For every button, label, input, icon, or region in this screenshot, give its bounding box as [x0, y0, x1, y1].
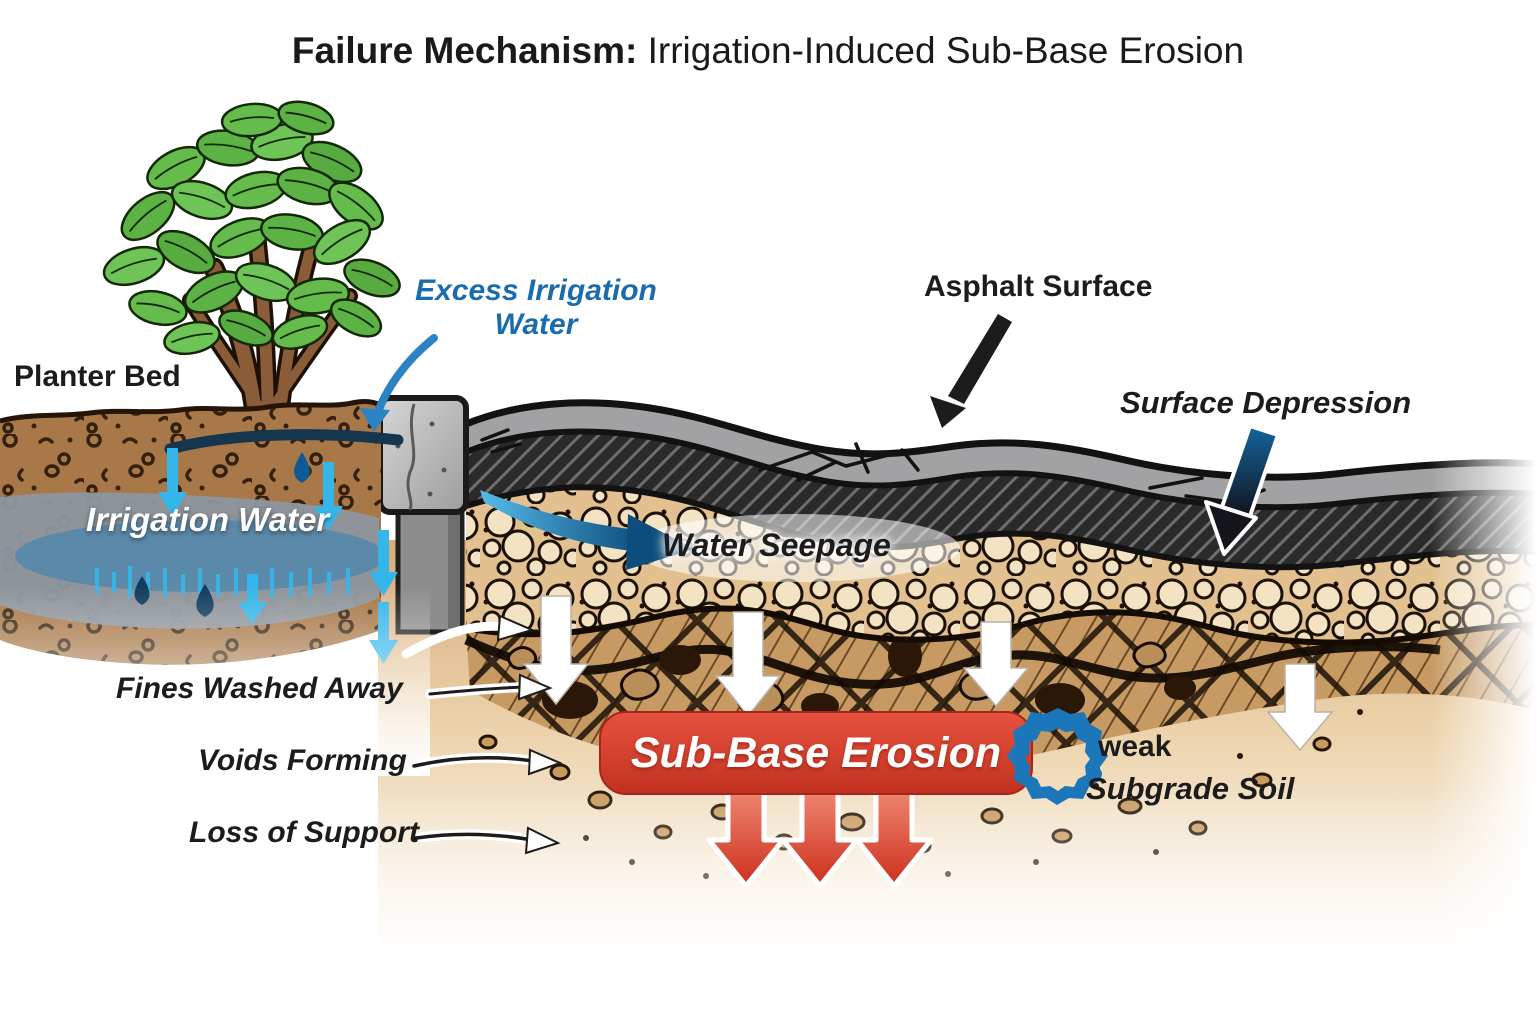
- surface-depression-arrow: [1204, 424, 1280, 556]
- label-sub-base-erosion: Sub-Base Erosion: [630, 728, 1002, 777]
- planter-fade: [0, 586, 430, 776]
- voids-arrow: [409, 748, 563, 776]
- title-prefix: Failure Mechanism:: [291, 30, 638, 71]
- planter-soil-top-edge: [0, 399, 383, 424]
- irrigation-drip-pipe: [164, 429, 404, 455]
- label-loss-of-support: Loss of Support: [189, 816, 419, 849]
- label-voids-forming: Voids Forming: [198, 744, 407, 777]
- label-planter-bed: Planter Bed: [14, 360, 181, 393]
- label-asphalt-surface: Asphalt Surface: [924, 270, 1153, 303]
- label-excess-irrigation-water: Excess Irrigation Water: [415, 274, 657, 341]
- shrub: [102, 100, 401, 447]
- asphalt-layer: [464, 399, 1536, 571]
- label-weak: weak: [1098, 730, 1172, 763]
- sub-base-erosion-arrows: [706, 789, 934, 889]
- excess-water-arrow: [360, 334, 438, 432]
- void-ring-icon: [1007, 708, 1108, 805]
- label-surface-depression: Surface Depression: [1120, 385, 1412, 420]
- fines-arrows: [401, 614, 553, 701]
- shrub-leaves: [102, 100, 401, 356]
- sub-base-erosion-banner: [599, 711, 1033, 795]
- water-seepage-arrow: [480, 490, 694, 570]
- loss-arrow: [411, 826, 561, 855]
- bottom-fade: [360, 780, 1536, 1024]
- label-subgrade-soil: Subgrade Soil: [1086, 771, 1295, 806]
- right-fade: [1430, 380, 1536, 980]
- diagram-title: Failure Mechanism: Irrigation-Induced Su…: [0, 30, 1536, 71]
- seepage-label-glow: [630, 514, 960, 582]
- gravel-bottom-edge: [465, 605, 1536, 646]
- asphalt-binder-course: [466, 431, 1536, 568]
- label-fines-washed-away: Fines Washed Away: [116, 672, 403, 705]
- erosion-top-squiggle: [464, 635, 1441, 689]
- label-irrigation-water: Irrigation Water: [86, 501, 330, 538]
- label-water-seepage: Water Seepage: [662, 527, 891, 563]
- asphalt-surface-arrow: [930, 314, 1012, 428]
- white-percolation-arrows: [522, 595, 1334, 752]
- title-rest: Irrigation-Induced Sub-Base Erosion: [637, 30, 1245, 71]
